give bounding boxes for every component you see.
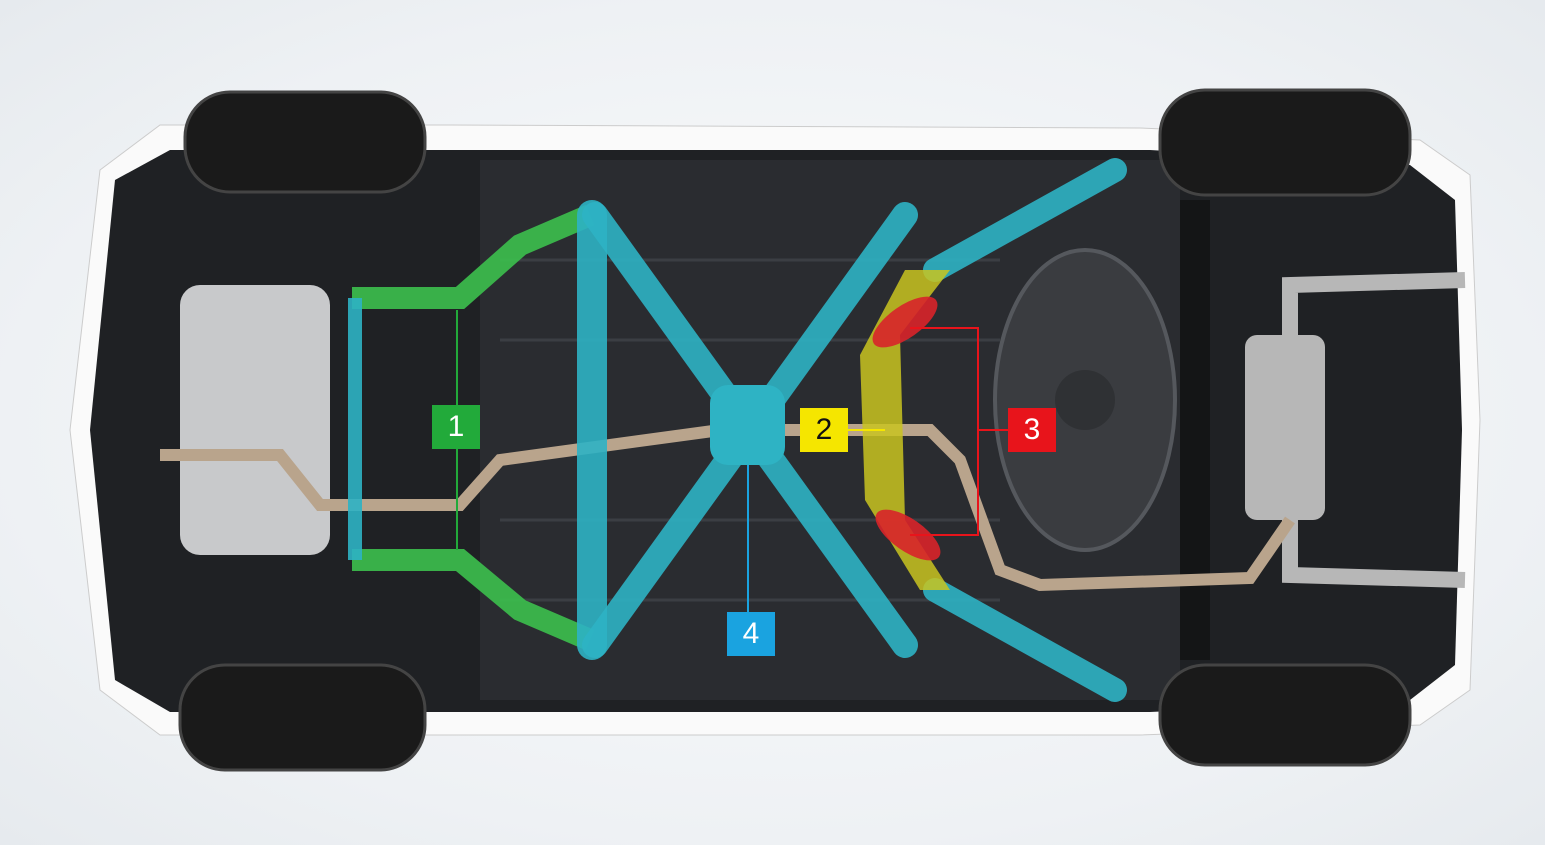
- label-3-text: 3: [1023, 413, 1041, 446]
- label-4: 4: [727, 612, 775, 656]
- tire-front-left: [183, 90, 427, 194]
- tires: [178, 88, 1412, 772]
- tire-rear-left: [1158, 88, 1412, 197]
- tire-front-right: [178, 663, 427, 772]
- label-1-text: 1: [447, 410, 465, 443]
- label-1: 1: [432, 405, 480, 449]
- muffler: [1245, 335, 1325, 520]
- engine: [180, 285, 330, 555]
- x-brace-teal: [577, 158, 1127, 702]
- label-4-text: 4: [742, 617, 760, 650]
- leader-lines: [456, 310, 1008, 612]
- label-2-text: 2: [815, 413, 833, 446]
- label-2: 2: [800, 408, 848, 452]
- front-brace-green: [348, 204, 595, 651]
- label-3: 3: [1008, 408, 1056, 452]
- reinforcements-red: [872, 296, 941, 561]
- tire-rear-right: [1158, 663, 1412, 767]
